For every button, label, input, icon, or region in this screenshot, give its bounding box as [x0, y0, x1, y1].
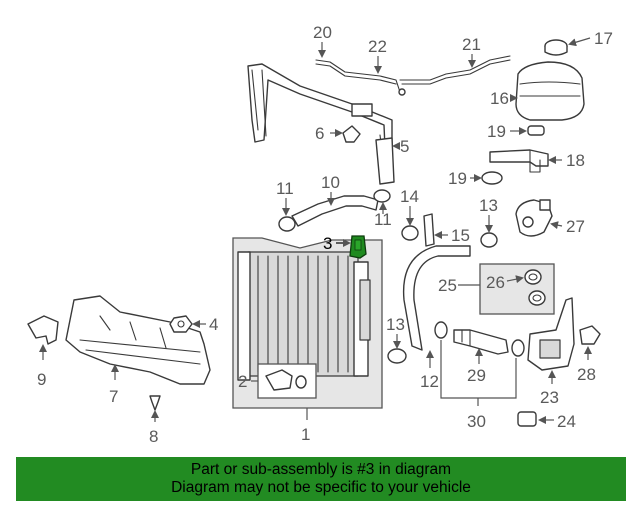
callout-29-label: 29	[467, 366, 486, 385]
clamp-part-19b: 19	[448, 169, 503, 188]
callout-3: 3	[323, 234, 351, 253]
callout-30: 30	[440, 340, 517, 431]
callout-2: 2	[238, 372, 258, 391]
callout-2-label: 2	[238, 372, 247, 391]
callout-11b-label: 11	[374, 210, 392, 229]
callout-23: 23	[540, 370, 559, 407]
callout-7: 7	[109, 364, 119, 406]
callout-25-label: 25	[438, 276, 457, 295]
clamp-part-14	[401, 225, 419, 241]
callout-19b-label: 19	[448, 169, 467, 188]
reservoir-cap-part-17	[544, 39, 568, 56]
coolant-reservoir-part-16	[515, 61, 585, 121]
parts-diagram: 5 6 20 22 21 16 17	[27, 23, 613, 446]
clamp-part-11b	[373, 189, 391, 203]
callout-14: 14	[400, 187, 419, 226]
bracket-part-9	[27, 315, 59, 345]
clip-part-6: 6	[315, 124, 361, 143]
callout-8-label: 8	[149, 427, 158, 446]
callout-13b: 13	[386, 315, 405, 349]
callout-9-label: 9	[37, 370, 46, 389]
callout-4-label: 4	[209, 315, 218, 334]
clip-part-15: 15	[423, 213, 470, 247]
callout-20: 20	[313, 23, 332, 58]
callout-17-label: 17	[594, 29, 613, 48]
radiator-left-tank	[237, 251, 251, 381]
callout-15-label: 15	[451, 226, 470, 245]
callout-7-label: 7	[109, 387, 118, 406]
water-outlet-part-27	[515, 199, 553, 237]
banner-line-2: Diagram may not be specific to your vehi…	[171, 479, 471, 496]
callout-26: 26	[486, 273, 524, 292]
hose-part-18	[489, 149, 549, 173]
callout-16: 16	[490, 89, 518, 108]
callout-11a-label: 11	[276, 179, 294, 198]
callout-1-label: 1	[301, 425, 310, 444]
sensor-part-28	[579, 325, 601, 345]
callout-18-label: 18	[566, 151, 585, 170]
callout-4: 4	[192, 315, 218, 334]
o-ring-seals-part-30	[434, 321, 525, 357]
callout-30-label: 30	[467, 412, 486, 431]
callout-26-label: 26	[486, 273, 505, 292]
callout-14-label: 14	[400, 187, 419, 206]
radiator-tank-ribs	[359, 279, 371, 341]
banner-line-1: Part or sub-assembly is #3 in diagram	[190, 461, 452, 478]
highlighted-part-3	[349, 235, 367, 259]
clamp-part-19a: 19	[487, 122, 545, 141]
nut-part-4	[169, 315, 193, 333]
callout-23-label: 23	[540, 388, 559, 407]
clamp-part-11a	[278, 216, 296, 232]
callout-24: 24	[538, 412, 576, 431]
callout-28: 28	[577, 346, 596, 384]
callout-5-label: 5	[400, 137, 409, 156]
callout-25: 25	[438, 276, 480, 295]
callout-11b: 11	[374, 202, 392, 229]
gasket-part-24	[517, 411, 537, 427]
callout-24-label: 24	[557, 412, 576, 431]
callout-21-label: 21	[462, 35, 481, 54]
callout-17: 17	[568, 29, 613, 48]
seal-kit-group-25	[479, 263, 555, 315]
hose-part-22	[315, 55, 511, 96]
callout-22-label: 22	[368, 37, 387, 56]
drain-cock-part-2	[265, 369, 307, 391]
callout-20-label: 20	[313, 23, 332, 42]
air-deflector-part-7	[65, 295, 211, 385]
info-banner: Part or sub-assembly is #3 in diagram Di…	[16, 457, 626, 501]
callout-12: 12	[420, 350, 439, 391]
callout-22: 22	[368, 37, 387, 74]
radiator-core	[247, 251, 359, 377]
callout-13a: 13	[479, 196, 498, 233]
callout-12-label: 12	[420, 372, 439, 391]
callout-18: 18	[548, 151, 585, 170]
callout-16-label: 16	[490, 89, 509, 108]
radiator-support-part	[247, 63, 395, 185]
callout-27: 27	[550, 217, 585, 236]
callout-8: 8	[149, 410, 159, 446]
callout-9: 9	[37, 344, 47, 389]
thermostat-housing-part-23	[527, 297, 575, 371]
callout-3-label: 3	[323, 234, 332, 253]
callout-19a-label: 19	[487, 122, 506, 141]
clamp-part-13a	[480, 232, 498, 248]
callout-6-label: 6	[315, 124, 324, 143]
callout-11a: 11	[276, 179, 294, 216]
callout-21: 21	[462, 35, 481, 68]
lower-hose-part-12	[402, 245, 471, 351]
callout-13a-label: 13	[479, 196, 498, 215]
push-pin-part-8	[149, 395, 161, 411]
upper-hose-part-10	[291, 195, 379, 227]
callout-5: 5	[392, 137, 409, 156]
callout-1: 1	[301, 408, 310, 444]
coolant-pipe-part-29	[453, 329, 509, 355]
callout-10: 10	[321, 173, 340, 206]
callout-28-label: 28	[577, 365, 596, 384]
callout-29: 29	[467, 348, 486, 385]
callout-10-label: 10	[321, 173, 340, 192]
callout-13b-label: 13	[386, 315, 405, 334]
callout-27-label: 27	[566, 217, 585, 236]
clamp-part-13b	[387, 348, 407, 364]
radiator-assembly-group	[232, 237, 383, 409]
